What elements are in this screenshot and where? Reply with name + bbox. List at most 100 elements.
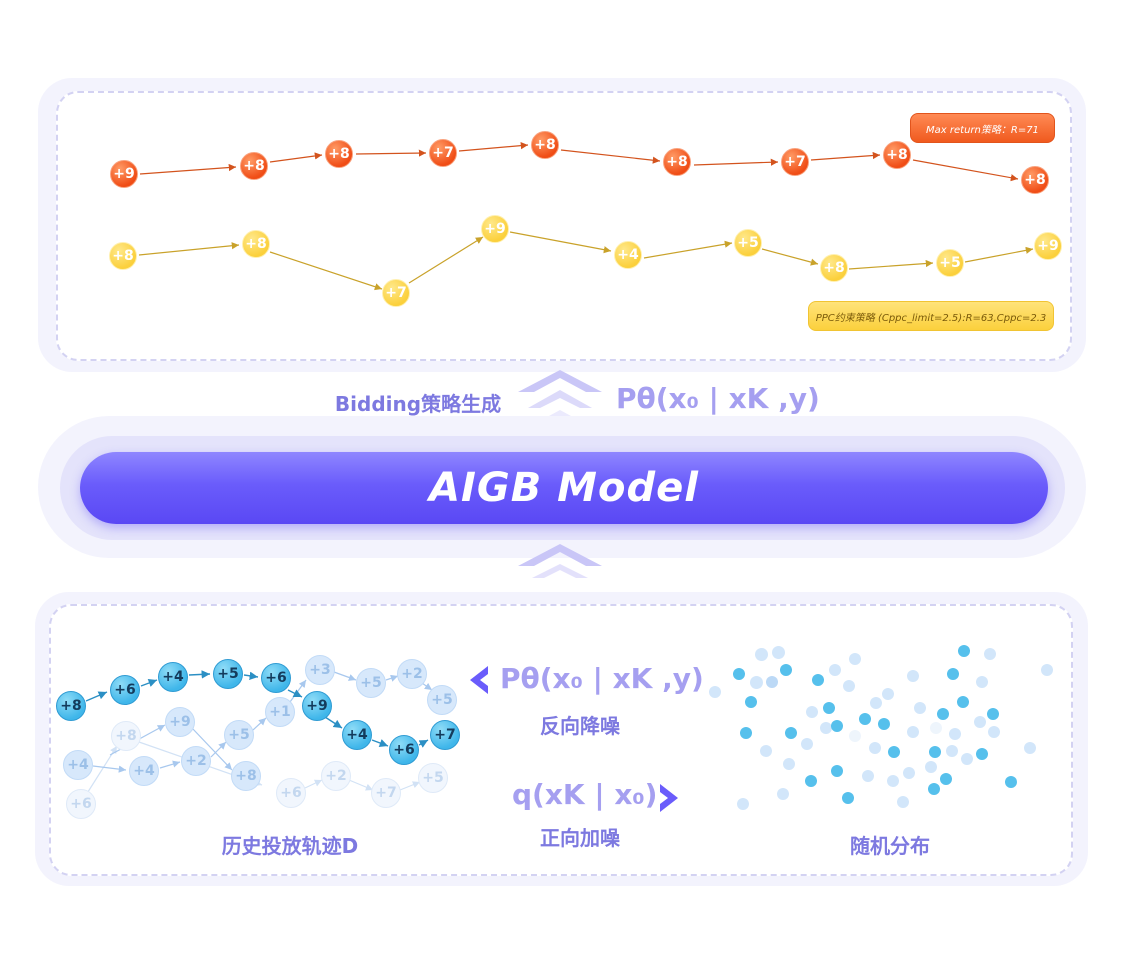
traj-node-light: +6 <box>66 789 96 819</box>
scatter-dot <box>1005 776 1017 788</box>
scatter-dot <box>930 722 942 734</box>
scatter-dot <box>859 713 871 725</box>
scatter-dot <box>862 770 874 782</box>
scatter-dot <box>709 686 721 698</box>
scatter-dot <box>958 645 970 657</box>
scatter-dot <box>766 676 778 688</box>
traj-node-mid: +5 <box>427 685 457 715</box>
traj-node-light: +6 <box>276 778 306 808</box>
scatter-dot <box>842 792 854 804</box>
red-node: +8 <box>1021 166 1049 194</box>
scatter-dot <box>988 726 1000 738</box>
forward-label: 正向加噪 <box>540 826 620 850</box>
scatter-dot <box>869 742 881 754</box>
yellow-node: +8 <box>820 254 848 282</box>
scatter-dot <box>888 746 900 758</box>
ppc-legend: PPC约束策略 (Cppc_limit=2.5):R=63,Cppc=2.3 <box>808 301 1054 331</box>
right-arrow-icon <box>660 784 678 812</box>
scatter-dot <box>961 753 973 765</box>
generate-formula: Pθ(x₀ | xK ,y) <box>616 382 820 415</box>
scatter-dot <box>940 773 952 785</box>
scatter-dot <box>887 775 899 787</box>
max-return-legend: Max return策略：R=71 <box>910 113 1055 143</box>
model-title: AIGB Model <box>429 465 699 511</box>
scatter-dot <box>823 702 835 714</box>
scatter-dot <box>984 648 996 660</box>
yellow-node: +8 <box>109 242 137 270</box>
scatter-dot <box>820 722 832 734</box>
scatter-dot <box>801 738 813 750</box>
yellow-node: +8 <box>242 230 270 258</box>
scatter-dot <box>849 653 861 665</box>
scatter-dot <box>737 798 749 810</box>
scatter-dot <box>812 674 824 686</box>
scatter-dot <box>806 706 818 718</box>
traj-node-light: +2 <box>321 761 351 791</box>
scatter-dot <box>843 680 855 692</box>
scatter-dot <box>750 676 763 689</box>
scatter-dot <box>785 727 797 739</box>
scatter-dot <box>976 676 988 688</box>
scatter-dot <box>745 696 757 708</box>
scatter-dot <box>1041 664 1053 676</box>
traj-node-mid: +2 <box>397 659 427 689</box>
scatter-dot <box>928 783 940 795</box>
scatter-dot <box>783 758 795 770</box>
scatter-dot <box>829 664 841 676</box>
scatter-dot <box>929 746 941 758</box>
scatter-dot <box>831 720 843 732</box>
model-bar: AIGB Model <box>80 452 1048 524</box>
traj-node-mid: +8 <box>231 761 261 791</box>
traj-node-mid: +1 <box>265 697 295 727</box>
scatter-dot <box>777 788 789 800</box>
traj-node-main: +9 <box>302 691 332 721</box>
traj-node-light: +5 <box>418 763 448 793</box>
scatter-dot <box>870 697 882 709</box>
scatter-dot <box>733 668 745 680</box>
scatter-dot <box>755 648 768 661</box>
traj-node-light: +7 <box>371 778 401 808</box>
random-label: 随机分布 <box>850 834 930 858</box>
scatter-dot <box>987 708 999 720</box>
red-node: +8 <box>531 131 559 159</box>
scatter-dot <box>907 726 919 738</box>
scatter-dot <box>925 761 937 773</box>
traj-node-mid: +5 <box>356 668 386 698</box>
scatter-dot <box>805 775 817 787</box>
traj-node-main: +6 <box>261 663 291 693</box>
red-node: +9 <box>110 160 138 188</box>
traj-node-mid: +9 <box>165 707 195 737</box>
scatter-dot <box>882 688 894 700</box>
yellow-node: +7 <box>382 279 410 307</box>
scatter-dot <box>849 730 861 742</box>
traj-node-main: +4 <box>158 662 188 692</box>
scatter-dot <box>957 696 969 708</box>
traj-node-mid: +4 <box>63 750 93 780</box>
scatter-dot <box>976 748 988 760</box>
scatter-dot <box>907 670 919 682</box>
traj-node-mid: +2 <box>181 746 211 776</box>
scatter-dot <box>914 702 926 714</box>
scatter-dot <box>937 708 949 720</box>
yellow-node: +9 <box>1034 232 1062 260</box>
scatter-dot <box>897 796 909 808</box>
red-node: +8 <box>883 141 911 169</box>
scatter-dot <box>740 727 752 739</box>
traj-node-main: +5 <box>213 659 243 689</box>
traj-node-light: +8 <box>111 721 141 751</box>
scatter-dot <box>780 664 792 676</box>
traj-node-mid: +3 <box>305 655 335 685</box>
red-node: +8 <box>663 148 691 176</box>
forward-formula: q(xK | x₀) <box>512 778 658 811</box>
yellow-node: +5 <box>734 229 762 257</box>
bidding-generate-label: Bidding策略生成 <box>334 392 502 416</box>
traj-node-mid: +4 <box>129 756 159 786</box>
yellow-node: +9 <box>481 215 509 243</box>
traj-node-main: +8 <box>56 691 86 721</box>
scatter-dot <box>760 745 772 757</box>
traj-node-main: +7 <box>430 720 460 750</box>
scatter-dot <box>946 745 958 757</box>
scatter-dot <box>903 767 915 779</box>
yellow-node: +4 <box>614 241 642 269</box>
history-label: 历史投放轨迹D <box>221 834 359 858</box>
